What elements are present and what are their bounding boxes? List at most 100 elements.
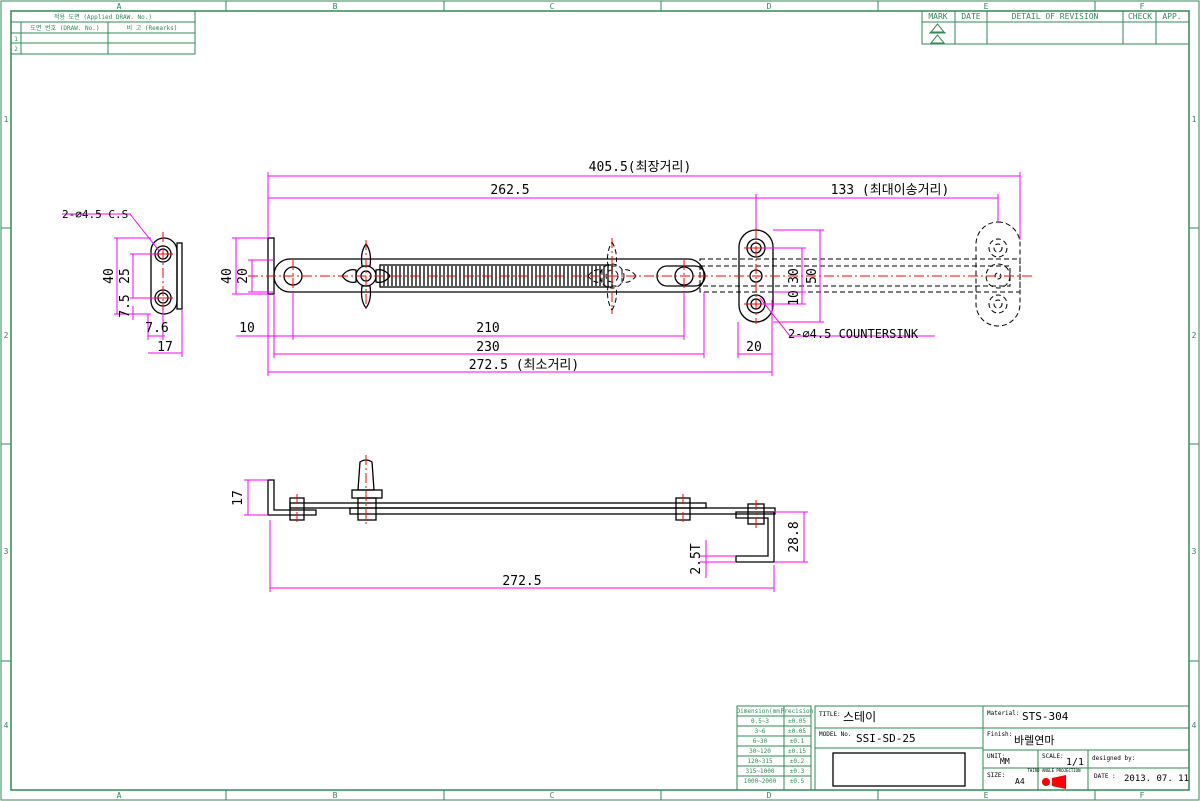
date-label: DATE : <box>1094 773 1116 780</box>
size-value: A4 <box>1015 777 1025 786</box>
side-knob <box>357 459 375 491</box>
tolerance-header-dim: Dimension(mm) <box>737 708 784 715</box>
zone-col-top: E <box>984 2 989 11</box>
stay-top-view <box>248 221 1035 327</box>
dim-bracket-7-5: 7.5 <box>118 294 133 317</box>
zone-col-bottom: A <box>117 791 122 800</box>
applied-table-col-draw: 도면 번호 (DRAW. No.) <box>30 24 99 32</box>
tolerance-row-prec: ±0.1 <box>790 738 805 745</box>
dim-side-2-5t: 2.5T <box>689 543 704 574</box>
dim-bracket-17: 17 <box>157 340 173 355</box>
zone-row-left: 1 <box>4 115 9 124</box>
model-label: MODEL No. <box>819 731 852 738</box>
zone-col-top: F <box>1140 2 1145 11</box>
tolerance-row-dim: 1000~2000 <box>744 778 777 785</box>
dim-arm-20: 20 <box>236 268 251 284</box>
revision-triangle-icon <box>929 34 946 44</box>
dim-right-30: 30 <box>787 268 802 284</box>
tolerance-row-dim: 30~120 <box>749 748 771 755</box>
unit-value: MM <box>1000 757 1010 766</box>
frame-zone-labels: A B C D E F A B C D E F 1 2 3 4 1 2 3 4 <box>4 2 1197 800</box>
tolerance-row-prec: ±0.05 <box>788 728 806 735</box>
model-value: SSI-SD-25 <box>856 732 916 745</box>
revision-header-check: CHECK <box>1128 12 1152 21</box>
zone-col-top: B <box>333 2 338 11</box>
tolerance-row-prec: ±0.3 <box>790 768 805 775</box>
dim-bracket-40: 40 <box>102 268 117 284</box>
zone-col-top: A <box>117 2 122 11</box>
left-flange <box>267 237 275 295</box>
tolerance-row-dim: 315~1000 <box>746 768 775 775</box>
bracket-dimension-labels: 2-⌀4.5 C.S 40 25 7.5 7.6 17 <box>62 208 173 355</box>
applied-table-row-num: 2 <box>14 46 18 53</box>
bracket-end-view <box>62 213 183 357</box>
projection-label: THIRD ANGLE PROJECTION <box>1028 768 1082 773</box>
stay-side-view-dimension-labels: 17 272.5 28.8 2.5T <box>231 490 802 589</box>
dim-hole-cs: 2-⌀4.5 C.S <box>62 208 128 221</box>
applied-table-header: 적용 도면 (Applied DRAW. No.) <box>54 13 152 21</box>
material-label: Material: <box>987 710 1020 717</box>
dim-flange-40: 40 <box>220 268 235 284</box>
revision-header-detail: DETAIL OF REVISION <box>1012 12 1099 21</box>
date-value: 2013. 07. 11 <box>1124 774 1189 784</box>
dim-side-272-5: 272.5 <box>502 574 541 589</box>
revision-table: MARK DATE DETAIL OF REVISION CHECK APP. <box>921 10 1190 45</box>
tolerance-row-prec: ±0.15 <box>788 748 806 755</box>
tolerance-row-prec: ±0.5 <box>790 778 805 785</box>
tolerance-row-dim: 3~6 <box>755 728 766 735</box>
zone-col-bottom: F <box>1140 791 1145 800</box>
dim-min-length: 272.5 (최소거리) <box>469 358 579 373</box>
zone-col-bottom: B <box>333 791 338 800</box>
stay-top-view-dimensions <box>232 172 1021 376</box>
zone-row-left: 4 <box>4 721 9 730</box>
revision-header-date: DATE <box>961 12 980 21</box>
side-rack-arm <box>349 507 776 515</box>
material-value: STS-304 <box>1022 710 1069 723</box>
zone-row-right: 1 <box>1192 115 1197 124</box>
dim-countersink: 2-⌀4.5 COUNTERSINK <box>788 327 919 341</box>
tolerance-row-dim: 6~30 <box>753 738 768 745</box>
zone-col-bottom: C <box>550 791 555 800</box>
zone-col-bottom: E <box>984 791 989 800</box>
dim-bracket-25: 25 <box>118 268 133 284</box>
zone-row-left: 2 <box>4 331 9 340</box>
zone-row-right: 4 <box>1192 721 1197 730</box>
revision-header-mark: MARK <box>928 12 947 21</box>
stay-side-view <box>267 455 776 563</box>
dim-right-50: 50 <box>805 268 820 284</box>
dim-max-travel: 133 (최대이송거리) <box>831 183 950 198</box>
applied-drawing-table: 적용 도면 (Applied DRAW. No.) 도면 번호 (DRAW. N… <box>10 10 196 55</box>
zone-col-top: D <box>767 2 772 11</box>
tolerance-row-prec: ±0.2 <box>790 758 805 765</box>
zone-row-left: 3 <box>4 547 9 556</box>
zone-row-right: 3 <box>1192 547 1197 556</box>
tolerance-row-dim: 0.5~3 <box>751 718 769 725</box>
zone-col-top: C <box>550 2 555 11</box>
tolerance-row-dim: 120~315 <box>747 758 773 765</box>
scale-value: 1/1 <box>1066 757 1084 768</box>
dim-side-28-8: 28.8 <box>787 521 802 552</box>
dim-bracket-7-6: 7.6 <box>145 321 168 336</box>
tolerance-table: Dimension(mm) Precision 0.5~3 ±0.05 3~6 … <box>736 705 814 791</box>
designed-label: designed by: <box>1092 755 1135 762</box>
stay-top-view-dimension-labels: 405.5(최장거리) 262.5 133 (최대이송거리) 40 20 10 … <box>220 160 949 373</box>
revision-header-app: APP. <box>1162 12 1181 21</box>
dim-side-17: 17 <box>231 490 246 506</box>
applied-table-row-num: 1 <box>14 36 18 43</box>
tolerance-row-prec: ±0.05 <box>788 718 806 725</box>
tolerance-header-prec: Precision <box>781 708 814 715</box>
finish-label: Finish: <box>987 731 1012 738</box>
dim-10: 10 <box>239 321 255 336</box>
bracket-flange <box>176 242 183 310</box>
title-value: 스테이 <box>843 710 876 724</box>
size-label: SIZE: <box>987 772 1005 779</box>
title-label: TITLE: <box>819 711 841 718</box>
scale-label: SCALE: <box>1042 753 1064 760</box>
stay-side-view-dimensions <box>244 479 808 592</box>
side-main-arm <box>289 502 707 509</box>
side-right-bracket <box>735 511 775 563</box>
dim-230: 230 <box>476 340 499 355</box>
title-block: TITLE: 스테이 MODEL No. SSI-SD-25 Material:… <box>814 705 1190 791</box>
